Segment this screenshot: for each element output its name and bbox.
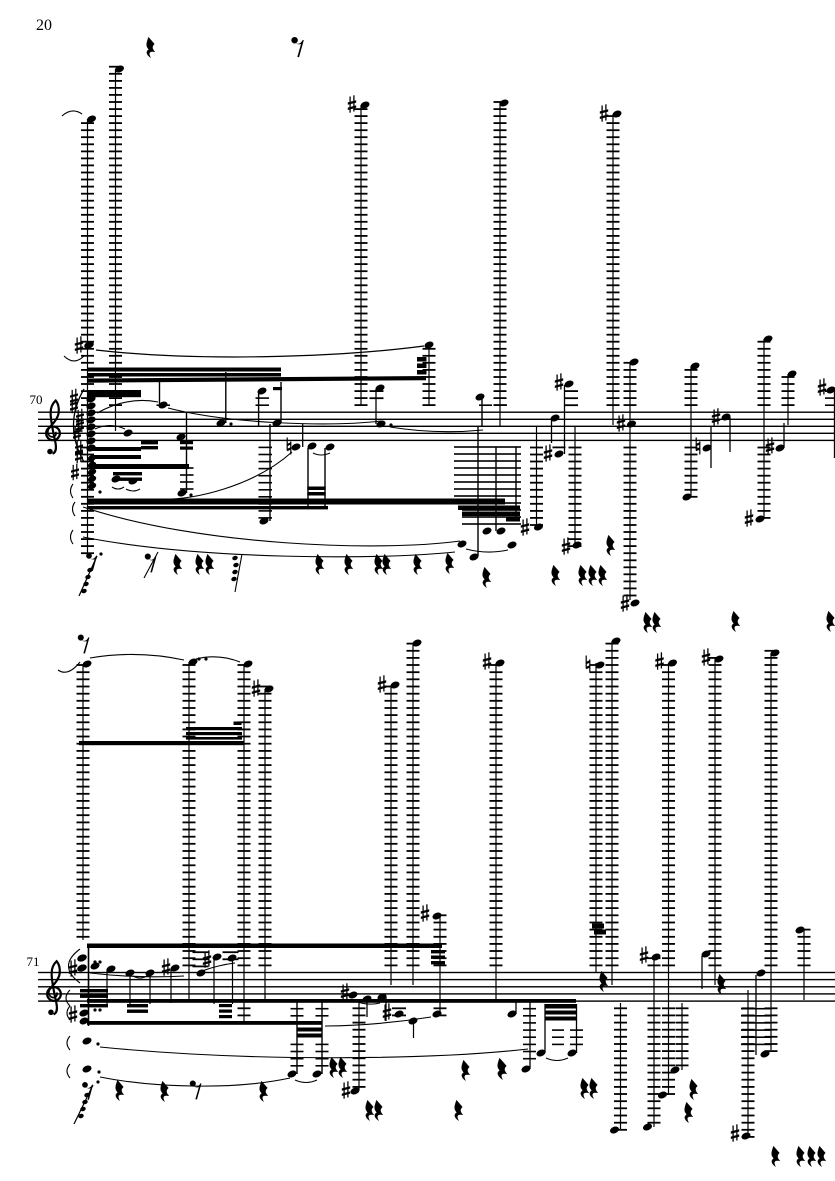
svg-text:70: 70 — [30, 392, 43, 407]
svg-text:20: 20 — [36, 17, 52, 34]
svg-text:71: 71 — [27, 954, 40, 969]
